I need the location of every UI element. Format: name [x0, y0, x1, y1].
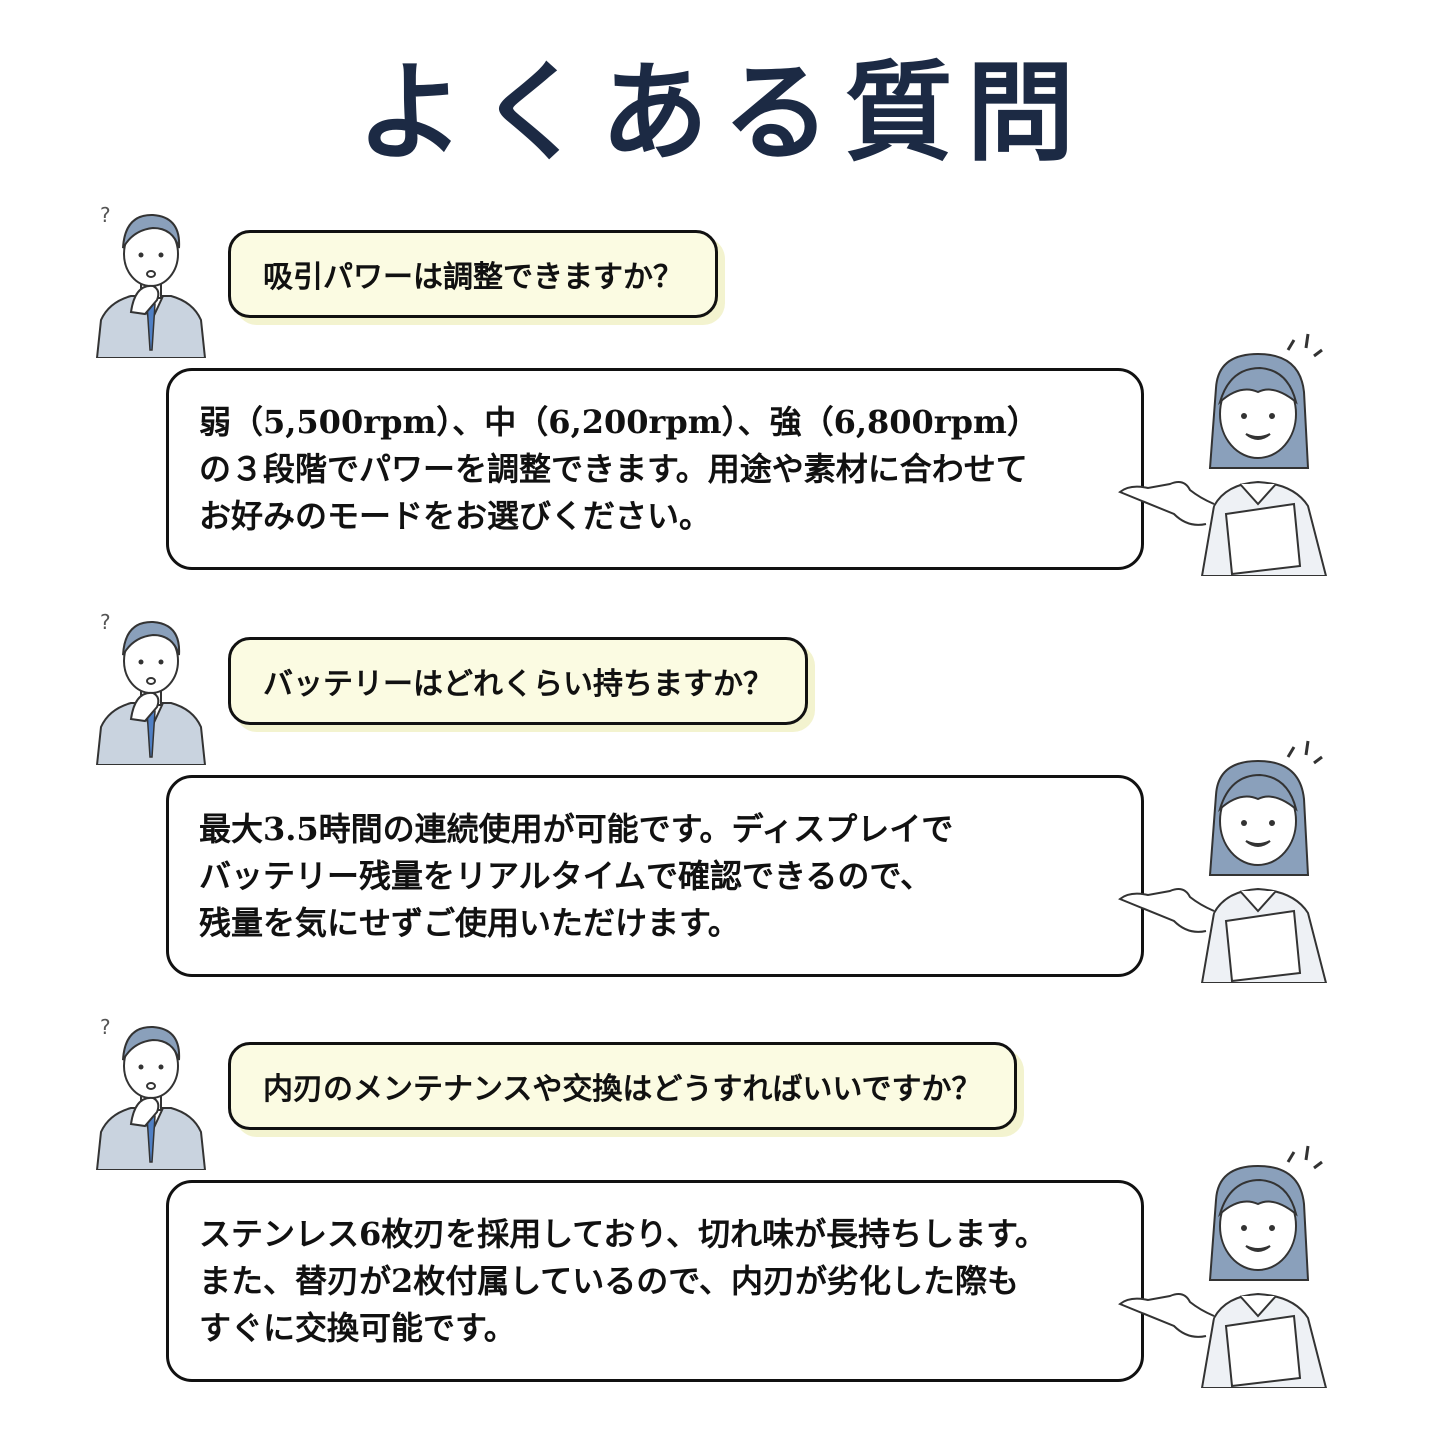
faq-item-3: ? 内刃のメンテナンスや交換はどうすればいいですか？ ステンレス6枚刃を採用して…: [0, 1012, 1445, 1412]
explaining-woman-icon: [1118, 333, 1328, 576]
explaining-woman-icon: [1118, 740, 1328, 983]
answer-bubble: 弱（5,500rpm）、中（6,200rpm）、強（6,800rpm） の３段階…: [166, 368, 1144, 570]
answer-bubble: ステンレス6枚刃を採用しており、切れ味が長持ちします。 また、替刃が2枚付属して…: [166, 1180, 1144, 1382]
questioning-man-icon: ?: [95, 203, 207, 358]
answer-line: バッテリー残量をリアルタイムで確認できるので、: [199, 857, 933, 895]
questioning-man-icon: ?: [95, 1015, 207, 1170]
question-bubble: 吸引パワーは調整できますか？: [228, 230, 718, 318]
answer-line: 弱（5,500rpm）、中（6,200rpm）、強（6,800rpm）: [199, 403, 1039, 441]
faq-item-2: ? バッテリーはどれくらい持ちますか？ 最大3.5時間の連続使用が可能です。ディ…: [0, 607, 1445, 1007]
answer-line: ステンレス6枚刃を採用しており、切れ味が長持ちします。: [199, 1215, 1047, 1253]
svg-text:?: ?: [100, 1015, 111, 1039]
svg-text:?: ?: [100, 610, 111, 634]
answer-line: また、替刃が2枚付属しているので、内刃が劣化した際も: [199, 1262, 1020, 1300]
answer-line: 残量を気にせずご使用いただけます。: [199, 904, 740, 942]
answer-bubble: 最大3.5時間の連続使用が可能です。ディスプレイで バッテリー残量をリアルタイム…: [166, 775, 1144, 977]
answer-line: の３段階でパワーを調整できます。用途や素材に合わせて: [199, 450, 1028, 488]
svg-text:?: ?: [100, 203, 111, 227]
page-title: よくある質問: [356, 50, 1089, 176]
faq-item-1: ? 吸引パワーは調整できますか？ 弱（5,500rpm）、中（6,200rpm）…: [0, 200, 1445, 600]
answer-line: 最大3.5時間の連続使用が可能です。ディスプレイで: [199, 810, 954, 848]
answer-line: すぐに交換可能です。: [199, 1309, 516, 1347]
explaining-woman-icon: [1118, 1145, 1328, 1388]
question-bubble: 内刃のメンテナンスや交換はどうすればいいですか？: [228, 1042, 1017, 1130]
question-bubble: バッテリーはどれくらい持ちますか？: [228, 637, 808, 725]
answer-line: お好みのモードをお選びください。: [199, 497, 712, 535]
questioning-man-icon: ?: [95, 610, 207, 765]
